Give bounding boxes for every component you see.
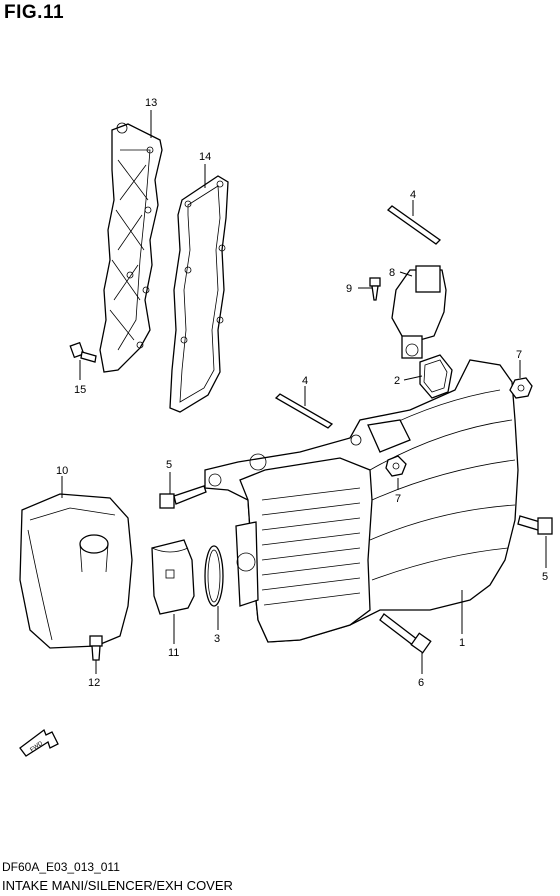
callout-4-upper: 4 (410, 189, 416, 201)
drawing-code: DF60A_E03_013_011 (2, 860, 120, 874)
part-4-stud-upper (386, 205, 442, 245)
callout-10: 10 (56, 465, 68, 477)
callout-13: 13 (145, 97, 157, 109)
part-2-gasket (419, 354, 453, 399)
callout-9: 9 (346, 283, 352, 295)
callout-14: 14 (199, 151, 211, 163)
part-1-intake-manifold (204, 359, 519, 643)
part-15-bolt (69, 341, 97, 363)
part-3-o-ring (204, 545, 224, 607)
part-10-silencer (19, 493, 133, 649)
part-12-bolt (89, 635, 103, 661)
callout-4-lower: 4 (302, 375, 308, 387)
figure-caption: INTAKE MANI/SILENCER/EXH COVER (2, 878, 233, 893)
part-5-bolt-left (159, 485, 207, 509)
part-13-exhaust-cover (99, 122, 163, 373)
part-7-nut-center (385, 455, 407, 477)
callouts: 13 14 15 4 8 9 2 7 4 7 10 5 5 3 11 1 6 1… (56, 97, 548, 689)
callout-3: 3 (214, 633, 220, 645)
fwd-direction-arrow: FWD (19, 728, 59, 757)
callout-5-right: 5 (542, 571, 548, 583)
part-4-stud-lower (274, 393, 334, 429)
part-9-screw (369, 277, 381, 301)
callout-15: 15 (74, 384, 86, 396)
part-5-bolt-right (517, 515, 553, 535)
figure-title: FIG.11 (4, 2, 65, 23)
leader-lines (61, 110, 547, 674)
callout-7-right: 7 (516, 349, 522, 361)
callout-1: 1 (459, 637, 465, 649)
callout-8: 8 (389, 267, 395, 279)
callout-12: 12 (88, 677, 100, 689)
callout-6: 6 (418, 677, 424, 689)
callout-5-left: 5 (166, 459, 172, 471)
part-14-gasket (169, 175, 229, 413)
callout-11: 11 (168, 647, 179, 659)
part-7-nut-right (509, 377, 533, 399)
callout-2: 2 (394, 375, 400, 387)
part-11-collar (151, 539, 195, 615)
callout-7-center: 7 (395, 493, 401, 505)
part-8-valve (391, 265, 447, 359)
part-6-bolt (379, 613, 432, 654)
